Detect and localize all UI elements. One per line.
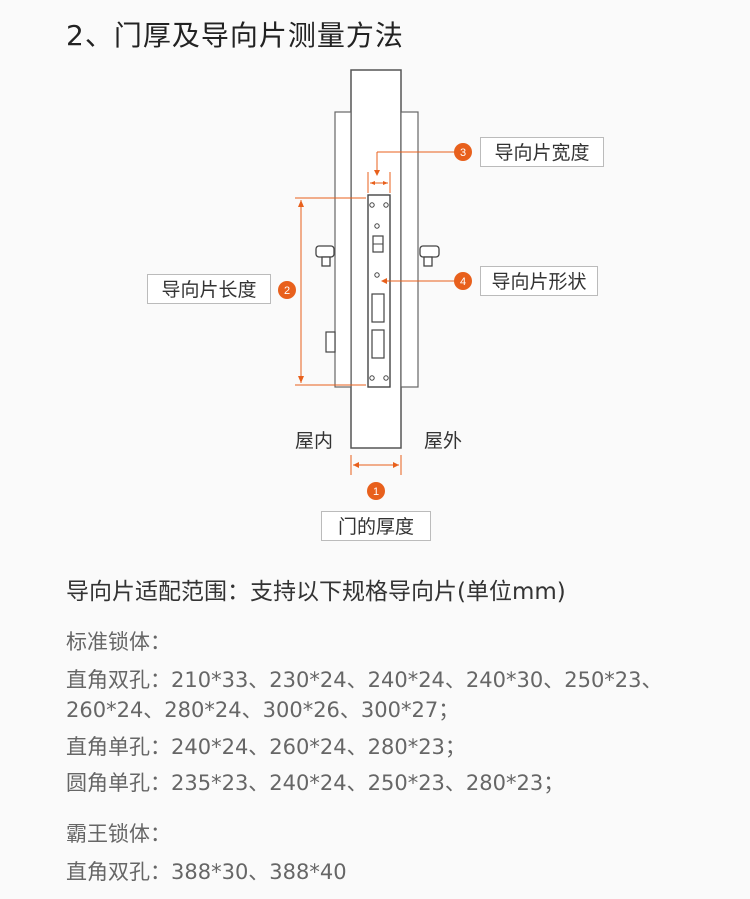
door-thickness-dimension xyxy=(350,455,402,475)
plate-length-dimension xyxy=(295,197,366,386)
inside-label: 屋内 xyxy=(295,430,334,452)
door-thickness-label: 门的厚度 xyxy=(321,511,431,541)
badge-2-icon: 2 xyxy=(278,281,296,299)
spec-line: 260*24、280*24、300*26、300*27； xyxy=(66,698,460,722)
plate-width-label: 导向片宽度 xyxy=(480,137,604,167)
svg-text:3: 3 xyxy=(460,147,466,159)
badge-1-icon: 1 xyxy=(367,482,385,500)
plate-width-dimension xyxy=(367,151,462,193)
spec-line: 直角单孔：240*24、260*24、280*23； xyxy=(66,735,466,759)
thumb-turn-icon xyxy=(325,331,336,353)
standard-heading: 标准锁体： xyxy=(66,630,171,654)
outside-handle-icon xyxy=(419,245,440,267)
guide-plate xyxy=(367,194,391,388)
inner-trim xyxy=(334,111,352,388)
spec-line: 直角双孔：388*30、388*40 xyxy=(66,860,347,884)
plate-shape-label: 导向片形状 xyxy=(480,266,598,296)
outside-label: 屋外 xyxy=(424,430,463,452)
page-title: 2、门厚及导向片测量方法 xyxy=(66,19,404,52)
svg-text:4: 4 xyxy=(460,276,466,288)
inside-handle-icon xyxy=(315,245,335,267)
specs-title: 导向片适配范围：支持以下规格导向片(单位mm) xyxy=(66,579,566,605)
bawang-heading: 霸王锁体： xyxy=(66,822,171,846)
badge-3-icon: 3 xyxy=(454,143,472,161)
svg-text:1: 1 xyxy=(373,486,379,498)
spec-line: 圆角单孔：235*23、240*24、250*23、280*23； xyxy=(66,771,565,795)
spec-line: 直角双孔：210*33、230*24、240*24、240*30、250*23、 xyxy=(66,668,663,692)
plate-length-label: 导向片长度 xyxy=(147,274,271,304)
door-diagram: 1 2 3 4 xyxy=(278,69,472,500)
plate-shape-leader xyxy=(381,278,462,284)
svg-text:2: 2 xyxy=(284,285,290,297)
outer-trim xyxy=(400,111,419,388)
badge-4-icon: 4 xyxy=(454,272,472,290)
